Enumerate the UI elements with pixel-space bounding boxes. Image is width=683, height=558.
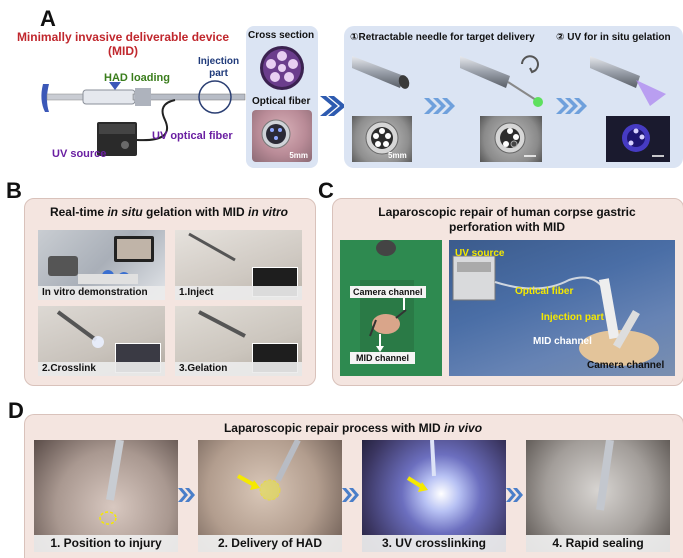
panel-b-caption-1: In vitro demonstration [38, 286, 165, 300]
injection-part-label: Injection part [198, 56, 240, 79]
camera-channel-label-c: Camera channel [587, 360, 665, 371]
panel-b-photo-4: 3.Gelation [175, 306, 302, 376]
yellow-arrow-icon [237, 474, 260, 490]
step1-label: ①Retractable needle for target delivery [350, 32, 535, 43]
cross-section-diagram [260, 46, 304, 90]
needle-tip-3 [590, 56, 666, 106]
step2-label: ② UV for in situ gelation [556, 32, 671, 43]
scale-5mm-label: 5mm [289, 151, 308, 160]
rotate-arrows-icon [521, 55, 539, 74]
uv-source-label-c: UV source [455, 248, 505, 259]
panel-letter-b: B [6, 178, 22, 203]
had-delivery-marker [259, 479, 281, 501]
mid-device-drawing [41, 80, 246, 156]
panel-b-caption-3: 2.Crosslink [38, 362, 165, 376]
panel-b-photo-1: In vitro demonstration [38, 230, 165, 300]
mid-channel-label: MID channel [350, 352, 416, 364]
tip-photo-1: 5mm [352, 116, 412, 162]
syringe-barrel [82, 89, 136, 105]
syringe-plunger [46, 93, 88, 101]
panel-b-title-pre: Real-time [49, 205, 108, 219]
injection-part-highlight [198, 80, 232, 114]
panel-letter-c: C [318, 178, 334, 203]
uv-fiber-cable [136, 99, 176, 142]
panel-b-caption-2: 1.Inject [175, 286, 302, 300]
tip-photo-2 [480, 116, 542, 162]
scale-5mm-label-b: 5mm [388, 151, 407, 160]
panel-d-title-em: in vivo [444, 421, 483, 435]
panel-c-illustration: Camera channel MID channel [340, 240, 442, 376]
step-chevron-icon-3 [506, 488, 523, 502]
panel-a-title-line1: Minimally invasive deliverable device [16, 30, 230, 44]
uv-optical-fiber-label: UV optical fiber [152, 130, 233, 142]
panel-b-photo-3: 2.Crosslink [38, 306, 165, 376]
panel-d-photo-3: 3. UV crosslinking [362, 440, 506, 552]
panel-c-photo: UV source Optical fiber Injection part M… [449, 240, 675, 376]
panel-letter-a: A [40, 6, 56, 31]
uv-light-beam [636, 80, 666, 106]
needle-tip-1 [352, 56, 410, 89]
panel-d-title: Laparoscopic repair process with MID in … [24, 421, 682, 435]
panel-c-title-line2: perforation with MID [449, 220, 565, 234]
panel-d-photo-4: 4. Rapid sealing [526, 440, 670, 552]
panel-d-caption-2: 2. Delivery of HAD [198, 535, 342, 552]
panel-d-photo-1: 1. Position to injury [34, 440, 178, 552]
panel-b-title-mid: gelation with MID [142, 205, 248, 219]
fiber-tip-photo: 5mm [252, 110, 312, 162]
panel-d-title-pre: Laparoscopic repair process with MID [223, 421, 445, 435]
had-loading-label: HAD loading [104, 72, 170, 84]
cross-section-label: Cross section [248, 30, 315, 41]
step-chevron-icon-2 [342, 488, 359, 502]
panel-d-photo-2: 2. Delivery of HAD [198, 440, 342, 552]
panel-b-title-em2: in vitro [248, 205, 289, 219]
panel-a-title-line2: (MID) [108, 44, 138, 58]
camera-channel-label: Camera channel [350, 286, 426, 298]
panel-d-caption-1: 1. Position to injury [34, 535, 178, 552]
syringe-handle-icon [41, 84, 49, 112]
needle-tip-2 [460, 55, 543, 107]
uv-source-label: UV source [52, 148, 107, 160]
light-chevron-icon-2 [556, 98, 587, 114]
panel-b-title: Real-time in situ gelation with MID in v… [24, 205, 314, 219]
panel-b-caption-4: 3.Gelation [175, 362, 302, 376]
yellow-arrow-icon-2 [406, 476, 428, 492]
optical-fiber-label-c: Optical fiber [515, 286, 574, 297]
panel-b-photo-2: 1.Inject [175, 230, 302, 300]
mid-channel-label-c: MID channel [533, 336, 592, 347]
device-shaft [132, 93, 246, 101]
panel-letter-d: D [8, 398, 24, 423]
light-chevron-icon-1 [424, 98, 455, 114]
injury-marker [99, 511, 117, 525]
panel-a-title: Minimally invasive deliverable device (M… [0, 30, 246, 58]
arrow-chevron-icon [320, 96, 346, 116]
panel-d-caption-4: 4. Rapid sealing [526, 535, 670, 552]
panel-c-title-line1: Laparoscopic repair of human corpse gast… [378, 205, 636, 219]
optical-fiber-label: Optical fiber [252, 96, 311, 107]
step-chevron-icon-1 [178, 488, 195, 502]
panel-d-caption-3: 3. UV crosslinking [362, 535, 506, 552]
panel-b-title-em1: in situ [107, 205, 143, 219]
tip-photo-3 [606, 116, 670, 162]
injection-part-label-c: Injection part [541, 312, 604, 323]
gel-droplet [533, 97, 543, 107]
panel-c-title: Laparoscopic repair of human corpse gast… [332, 205, 682, 235]
